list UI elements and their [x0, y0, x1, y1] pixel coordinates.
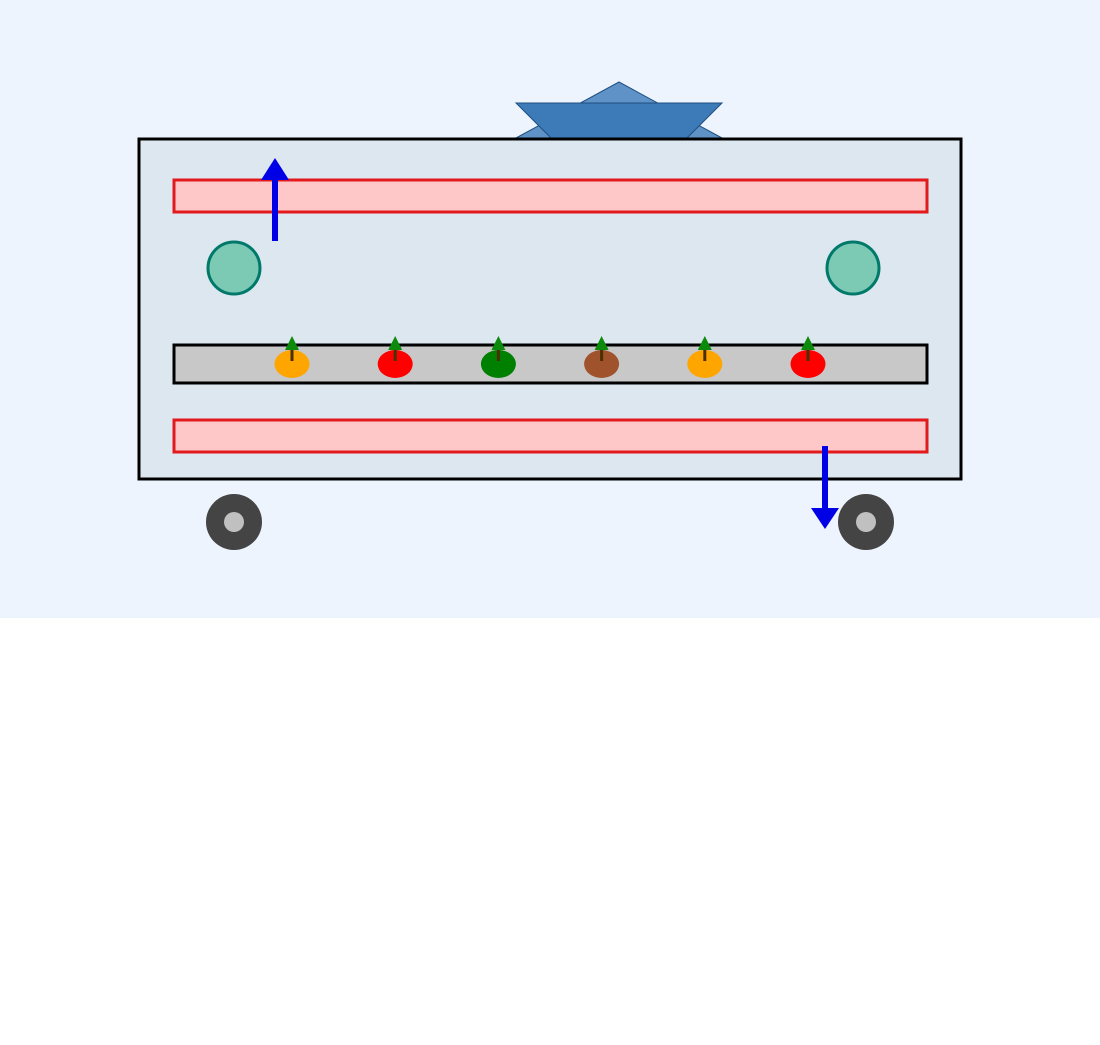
- fruit-item-red-2-body: [790, 350, 826, 378]
- inlet-airflow-arrow-icon: [261, 158, 289, 241]
- right-wheel-hub: [856, 512, 876, 532]
- fruit-item-orange-2: [687, 336, 723, 378]
- fruit-item-orange-1-body: [274, 350, 310, 378]
- fruit-item-orange-1: [274, 336, 310, 378]
- fruit-item-red-2-leaf: [801, 336, 815, 350]
- right-fan-icon: [825, 240, 881, 296]
- fruit-item-red-2: [790, 336, 826, 378]
- fruit-item-orange-1-leaf: [285, 336, 299, 350]
- fruit-item-orange-2-leaf: [697, 336, 712, 350]
- fruit-item-brown: [584, 336, 620, 378]
- fruit-item-orange-2-body: [687, 350, 723, 378]
- fruit-item-green-leaf: [491, 336, 506, 350]
- fruit-item-brown-body: [584, 350, 620, 378]
- fruit-item-green-body: [480, 350, 516, 378]
- left-wheel-hub: [224, 512, 244, 532]
- right-wheel-icon: [838, 494, 894, 550]
- hopper-front-shape: [514, 102, 724, 141]
- outlet-airflow-arrow-icon: [811, 446, 839, 529]
- fruit-item-red-1-leaf: [388, 336, 403, 350]
- fruit-item-red-1: [377, 336, 413, 378]
- inlet-arrow-head: [261, 158, 289, 180]
- fruit-item-brown-leaf: [594, 336, 609, 350]
- fruit-item-red-1-body: [377, 350, 413, 378]
- fruit-item-green: [480, 336, 516, 378]
- tray-items-group: [274, 336, 826, 378]
- left-fan-icon: [206, 240, 262, 296]
- left-wheel-icon: [206, 494, 262, 550]
- top-heater-element: [172, 178, 929, 214]
- bottom-heater-element: [172, 418, 929, 454]
- outlet-arrow-head: [811, 508, 839, 529]
